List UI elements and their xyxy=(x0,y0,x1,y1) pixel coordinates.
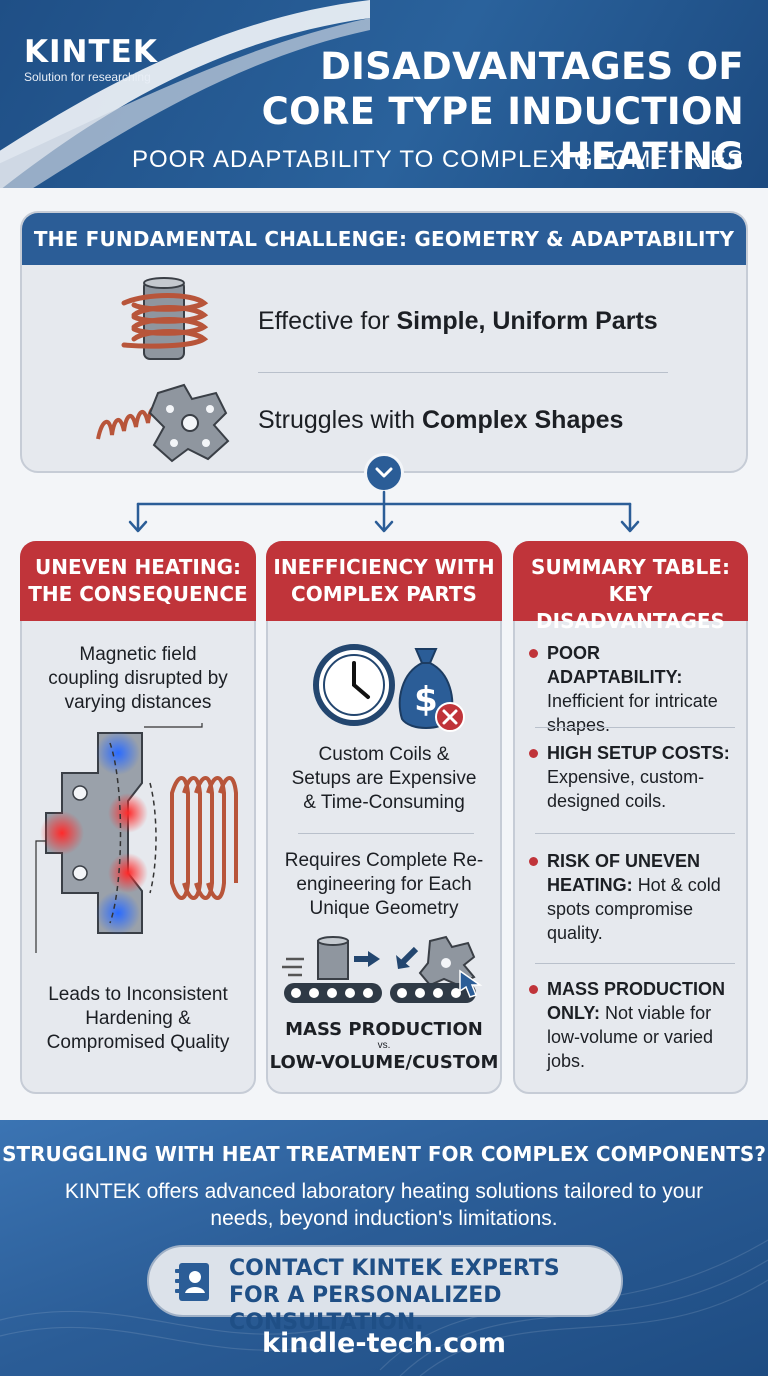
kintek-logo: KINTEK Solution for researching xyxy=(24,34,158,84)
contact-button-label: CONTACT KINTEK EXPERTS FOR A PERSONALIZE… xyxy=(229,1256,560,1335)
uneven-heating-diagram-icon xyxy=(35,723,238,953)
inefficiency-text-top: Custom Coils & Setups are Expensive & Ti… xyxy=(291,744,477,813)
summary-title-line1: SUMMARY TABLE: xyxy=(531,555,730,579)
summary-title: SUMMARY TABLE: KEY DISADVANTAGES xyxy=(513,541,748,633)
summary-item-bold: HIGH SETUP COSTS: xyxy=(547,743,730,763)
summary-item-setup-costs: HIGH SETUP COSTS: Expensive, custom-desi… xyxy=(529,741,739,813)
summary-item-text: Expensive, custom-designed coils. xyxy=(547,767,705,811)
summary-column: SUMMARY TABLE: KEY DISADVANTAGES POOR AD… xyxy=(513,541,748,1094)
inefficiency-text-bottom: Requires Complete Re-engineering for Eac… xyxy=(284,850,484,919)
uneven-heating-column: UNEVEN HEATING: THE CONSEQUENCE Magnetic… xyxy=(20,541,256,1094)
uneven-heating-title: UNEVEN HEATING: THE CONSEQUENCE xyxy=(20,541,256,621)
inefficiency-title-line1: INEFFICIENCY WITH xyxy=(273,555,495,579)
summary-divider xyxy=(535,833,735,834)
footer-title: STRUGGLING WITH HEAT TREATMENT FOR COMPL… xyxy=(2,1142,766,1166)
logo-tagline: Solution for researching xyxy=(24,70,151,84)
inefficiency-column: INEFFICIENCY WITH COMPLEX PARTS $ Custom… xyxy=(266,541,502,1094)
header-banner: KINTEK Solution for researching DISADVAN… xyxy=(0,0,768,188)
branch-arrows xyxy=(128,490,640,533)
summary-divider xyxy=(535,963,735,964)
uneven-text-top: Magnetic field coupling disrupted by var… xyxy=(48,644,228,713)
low-volume-label: LOW-VOLUME/CUSTOM xyxy=(269,1052,499,1073)
contact-button[interactable]: CONTACT KINTEK EXPERTS FOR A PERSONALIZE… xyxy=(147,1245,623,1335)
inefficiency-title: INEFFICIENCY WITH COMPLEX PARTS xyxy=(266,541,502,621)
simple-coil-icon xyxy=(121,277,209,360)
footer-text: KINTEK offers advanced laboratory heatin… xyxy=(64,1180,704,1230)
contact-book-icon xyxy=(175,1263,209,1301)
inefficiency-divider xyxy=(298,833,474,834)
svg-text:$: $ xyxy=(414,680,438,720)
swoosh-decoration xyxy=(0,0,370,188)
summary-title-line2: KEY DISADVANTAGES xyxy=(536,582,725,633)
summary-item-text: Inefficient for intricate shapes. xyxy=(547,691,718,735)
challenge-panel: THE FUNDAMENTAL CHALLENGE: GEOMETRY & AD… xyxy=(20,211,748,473)
simple-parts-text: Effective for Simple, Uniform Parts xyxy=(258,307,658,336)
vs-label: vs. xyxy=(377,1040,391,1051)
complex-shapes-text: Struggles with Complex Shapes xyxy=(258,406,623,435)
page-subtitle: POOR ADAPTABILITY TO COMPLEX GEOMETRIES xyxy=(131,146,744,173)
page-title: DISADVANTAGES OF CORE TYPE INDUCTION HEA… xyxy=(261,45,744,178)
uneven-title-line1: UNEVEN HEATING: xyxy=(34,555,242,579)
summary-divider xyxy=(535,727,735,728)
logo-brand: KINTEK xyxy=(24,34,158,70)
clock-money-icon: $ xyxy=(313,644,465,732)
summary-item-text: Not viable for low-volume or varied jobs… xyxy=(547,1003,714,1071)
summary-item-mass-production: MASS PRODUCTION ONLY: Not viable for low… xyxy=(529,977,739,1073)
summary-item-text: Hot & cold spots compromise quality. xyxy=(547,875,721,943)
bullet-icon xyxy=(529,649,538,658)
simple-parts-prefix: Effective for xyxy=(258,307,397,335)
summary-item-bold: MASS PRODUCTION ONLY: xyxy=(547,979,726,1023)
summary-item-uneven-heating: RISK OF UNEVEN HEATING: Hot & cold spots… xyxy=(529,849,739,945)
complex-shapes-bold: Complex Shapes xyxy=(421,406,624,434)
challenge-divider xyxy=(258,372,668,373)
challenge-title: THE FUNDAMENTAL CHALLENGE: GEOMETRY & AD… xyxy=(22,213,746,265)
complex-shapes-prefix: Struggles with xyxy=(258,406,422,434)
uneven-text-bottom: Leads to Inconsistent Hardening & Compro… xyxy=(46,984,230,1053)
website-link[interactable]: kindle-tech.com xyxy=(262,1328,506,1359)
simple-parts-bold: Simple, Uniform Parts xyxy=(396,307,658,335)
bullet-icon xyxy=(529,749,538,758)
summary-item-adaptability: POOR ADAPTABILITY: Inefficient for intri… xyxy=(529,641,739,737)
bullet-icon xyxy=(529,985,538,994)
production-conveyor-icon xyxy=(282,935,483,1003)
chevron-down-icon xyxy=(364,453,404,493)
uneven-title-line2: THE CONSEQUENCE xyxy=(28,582,248,606)
complex-shape-icon xyxy=(96,383,230,463)
inefficiency-title-line2: COMPLEX PARTS xyxy=(291,582,477,606)
summary-item-bold: POOR ADAPTABILITY: xyxy=(547,643,683,687)
summary-item-bold: RISK OF UNEVEN HEATING: xyxy=(547,851,701,895)
bullet-icon xyxy=(529,857,538,866)
mass-production-label: MASS PRODUCTION xyxy=(285,1019,483,1040)
